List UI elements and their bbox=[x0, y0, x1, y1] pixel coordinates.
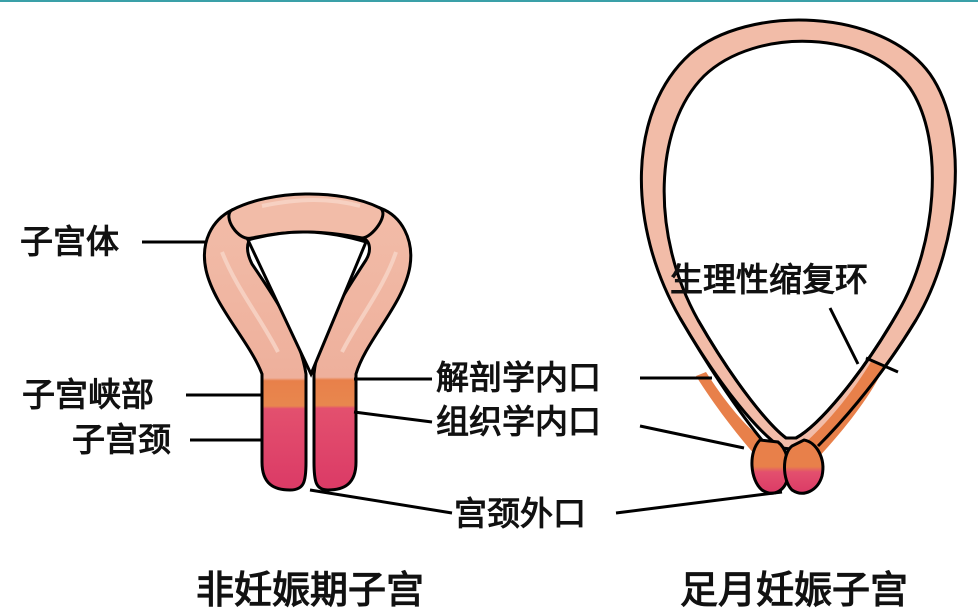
cervix-lobe-left bbox=[750, 438, 790, 495]
uterine-wall-left bbox=[203, 208, 308, 492]
retraction-ring-tick bbox=[865, 356, 899, 374]
caption-full-term: 足月妊娠子宫 bbox=[680, 567, 909, 610]
label-isthmus: 子宫峡部 bbox=[22, 375, 154, 414]
lower-segment-right bbox=[796, 360, 884, 458]
leader-histological-left bbox=[353, 410, 433, 424]
leader-retraction-ring bbox=[828, 307, 860, 365]
label-anatomical-os: 解剖学内口 bbox=[436, 358, 601, 397]
label-cervix: 子宫颈 bbox=[72, 420, 171, 459]
caption-non-pregnant: 非妊娠期子宫 bbox=[196, 567, 425, 610]
full-term-uterus bbox=[640, 18, 957, 495]
uterine-cavity bbox=[245, 230, 369, 378]
leader-external-os-left bbox=[309, 488, 453, 515]
non-pregnant-uterus bbox=[203, 192, 413, 492]
leader-external-os-right bbox=[615, 490, 783, 515]
leader-histological-right bbox=[639, 424, 745, 450]
cervix-lobe-right bbox=[783, 438, 825, 495]
label-external-os: 宫颈外口 bbox=[454, 494, 586, 533]
label-uterine-body: 子宫体 bbox=[20, 222, 119, 261]
label-histological-os: 组织学内口 bbox=[436, 402, 601, 441]
leader-lines bbox=[142, 240, 860, 515]
label-retraction-ring: 生理性缩复环 bbox=[670, 260, 868, 299]
